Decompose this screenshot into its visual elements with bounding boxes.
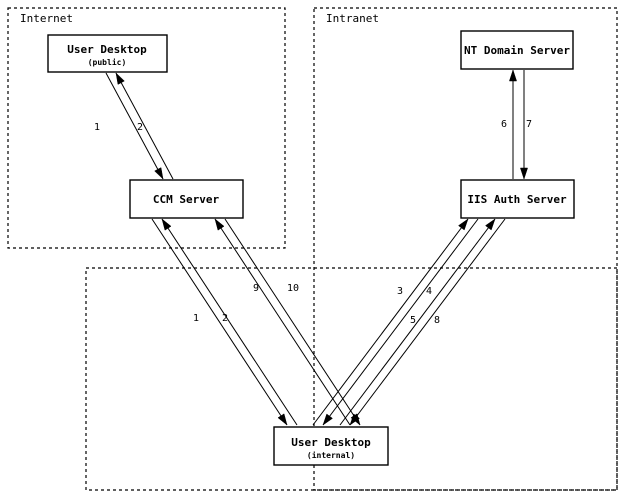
flow-step-label: 2 <box>222 313 228 324</box>
flow-step-label: 3 <box>397 286 403 297</box>
arrow-icon-2 <box>115 72 125 85</box>
flow-line-5 <box>339 218 496 426</box>
node-title-iis-auth-server: IIS Auth Server <box>467 193 567 206</box>
zone-intranet: Intranet <box>313 7 618 491</box>
arrow-icon-4 <box>322 413 333 426</box>
node-subtitle-user-desktop-public: (public) <box>88 57 127 67</box>
zone-boundary-internal-lan <box>85 267 618 491</box>
flow-line-2 <box>115 72 174 180</box>
node-title-user-desktop-public: User Desktop <box>67 43 147 56</box>
zones-layer: Internet Intranet <box>7 7 618 491</box>
node-subtitle-user-desktop-internal: (internal) <box>307 450 355 460</box>
flow-step-label: 4 <box>426 286 432 297</box>
node-box-iis-auth-server[interactable] <box>460 179 575 219</box>
zone-boundary-internet <box>7 7 286 249</box>
flow-1-user-desktop-public-to-ccm-server <box>105 72 164 180</box>
node-title-nt-domain-server: NT Domain Server <box>464 44 570 57</box>
node-box-user-desktop-internal[interactable] <box>273 426 389 466</box>
flow-5-user-desktop-internal-to-iis-auth-server <box>339 218 496 426</box>
arrow-icon-6 <box>509 69 517 82</box>
flow-step-label: 2 <box>137 122 143 133</box>
flow-step-label: 1 <box>193 313 199 324</box>
flow-step-label: 7 <box>526 119 532 130</box>
flow-line-10 <box>224 218 361 426</box>
flow-step-label: 9 <box>253 283 259 294</box>
flow-step-label: 8 <box>434 315 440 326</box>
node-box-ccm-server[interactable] <box>129 179 244 219</box>
flow-1-ccm-server-to-user-desktop-internal <box>151 218 288 426</box>
flow-line-8 <box>349 218 506 426</box>
flow-2-user-desktop-internal-to-ccm-server <box>161 218 298 426</box>
arrow-icon-9 <box>214 218 225 231</box>
arrow-icon-7 <box>520 167 528 180</box>
flow-6-iis-auth-server-to-nt-domain-server <box>509 69 517 179</box>
flow-line-1 <box>105 72 164 180</box>
arrow-icon-1 <box>277 413 288 426</box>
zone-internet: Internet <box>7 7 286 249</box>
flow-10-ccm-server-to-user-desktop-internal <box>224 218 361 426</box>
flow-line-9 <box>214 218 351 426</box>
flow-step-label: 5 <box>410 315 416 326</box>
flow-step-label: 10 <box>287 283 299 294</box>
arrow-icon-2 <box>161 218 172 231</box>
flow-line-4 <box>322 218 479 426</box>
arrow-icon-5 <box>485 218 496 231</box>
node-title-user-desktop-internal: User Desktop <box>291 436 371 449</box>
zone-boundary-intranet <box>313 7 618 491</box>
arrow-icon-1 <box>154 167 164 180</box>
zone-label-intranet: Intranet <box>326 12 379 25</box>
flow-line-3 <box>312 218 469 426</box>
arrow-icon-8 <box>349 413 360 426</box>
node-box-user-desktop-public[interactable] <box>47 34 168 73</box>
flow-step-label: 6 <box>501 119 507 130</box>
flow-9-user-desktop-internal-to-ccm-server <box>214 218 351 426</box>
flow-7-nt-domain-server-to-iis-auth-server <box>520 70 528 180</box>
flow-3-user-desktop-internal-to-iis-auth-server <box>312 218 469 426</box>
flow-line-2 <box>161 218 298 426</box>
flow-step-label: 1 <box>94 122 100 133</box>
node-user-desktop-public[interactable]: User Desktop(public) <box>47 34 168 73</box>
zone-label-internet: Internet <box>20 12 73 25</box>
flow-line-1 <box>151 218 288 426</box>
arrow-icon-3 <box>458 218 469 231</box>
node-user-desktop-internal[interactable]: User Desktop(internal) <box>273 426 389 466</box>
flow-labels-layer: 1 2 1 2 9 10 3 4 5 8 6 7 <box>94 119 532 326</box>
flows-layer <box>105 69 528 426</box>
flow-2-ccm-server-to-user-desktop-public <box>115 72 174 180</box>
node-title-ccm-server: CCM Server <box>153 193 220 206</box>
node-iis-auth-server[interactable]: IIS Auth Server <box>460 179 575 219</box>
flow-8-iis-auth-server-to-user-desktop-internal <box>349 218 506 426</box>
node-nt-domain-server[interactable]: NT Domain Server <box>460 30 574 70</box>
node-box-nt-domain-server[interactable] <box>460 30 574 70</box>
zone-internal-lan <box>85 267 618 491</box>
node-ccm-server[interactable]: CCM Server <box>129 179 244 219</box>
flow-4-iis-auth-server-to-user-desktop-internal <box>322 218 479 426</box>
